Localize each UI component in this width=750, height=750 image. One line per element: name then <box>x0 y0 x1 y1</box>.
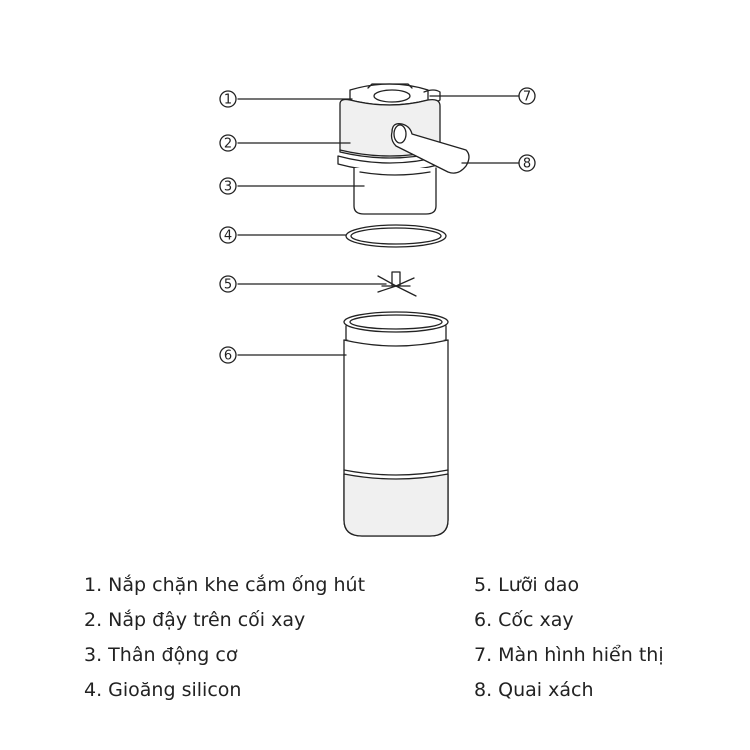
callout-circle-6 <box>219 346 237 364</box>
legend-item-3: 3. Thân động cơ <box>84 644 238 666</box>
carry-handle <box>390 123 470 174</box>
callout-number-7: 7 <box>523 90 531 105</box>
legend-item-8: 8. Quai xách <box>474 679 594 701</box>
callout-circle-4 <box>219 226 237 244</box>
callout-number-2: 2 <box>224 137 232 152</box>
callout-number-8: 8 <box>523 157 531 172</box>
legend-item-5: 5. Lưỡi dao <box>474 574 580 596</box>
callout-circle-3 <box>219 177 237 195</box>
callout-circle-8 <box>518 154 536 172</box>
legend-column-right: 5. Lưỡi dao 6. Cốc xay 7. Màn hình hiển … <box>474 568 664 708</box>
legend-item-1: 1. Nắp chặn khe cắm ống hút <box>84 574 366 596</box>
blade-assembly <box>377 271 417 297</box>
callout-circle-7 <box>518 87 536 105</box>
callout-number-3: 3 <box>224 180 232 195</box>
callout-number-1: 1 <box>224 93 232 108</box>
callout-circle-1 <box>219 90 237 108</box>
legend-item-7: 7. Màn hình hiển thị <box>474 644 664 666</box>
silicone-gasket <box>345 224 447 248</box>
legend-column-left: 1. Nắp chặn khe cắm ống hút 2. Nắp đậy t… <box>84 568 365 708</box>
callout-number-5: 5 <box>224 278 232 293</box>
callout-number-6: 6 <box>224 349 232 364</box>
callout-circle-2 <box>219 134 237 152</box>
exploded-diagram: 1 2 3 4 5 6 7 8 <box>219 83 536 537</box>
legend-item-6: 6. Cốc xay <box>474 609 574 631</box>
legend-item-4: 4. Gioăng silicon <box>84 679 242 701</box>
callout-number-4: 4 <box>224 229 232 244</box>
motor-body <box>353 167 437 215</box>
blender-cup <box>343 311 449 537</box>
callout-circle-5 <box>219 275 237 293</box>
legend-item-2: 2. Nắp đậy trên cối xay <box>84 609 306 631</box>
